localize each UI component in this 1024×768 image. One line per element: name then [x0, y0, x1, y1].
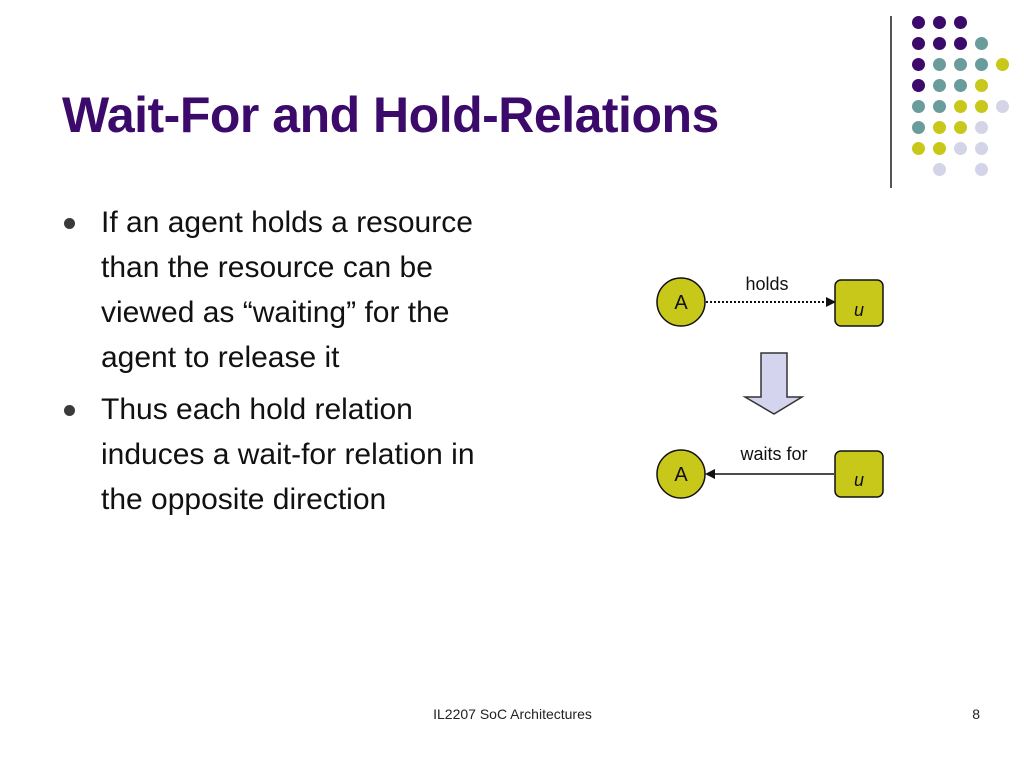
bullet-item: If an agent holds a resource than the re… — [62, 200, 522, 380]
waitfor-relation: A u waits for — [656, 444, 884, 499]
bullet-icon — [64, 218, 75, 229]
decorative-dot — [933, 79, 946, 92]
decorative-dot — [912, 37, 925, 50]
resource-label: u — [854, 300, 864, 320]
bullet-text: Thus each hold relation induces a wait-f… — [101, 393, 475, 516]
decorative-dot — [975, 79, 988, 92]
decorative-dot — [933, 37, 946, 50]
decorative-dot — [912, 79, 925, 92]
decorative-dot — [954, 142, 967, 155]
bullet-icon — [64, 405, 75, 416]
hold-relation: A u holds — [656, 274, 884, 327]
decorative-dot — [933, 163, 946, 176]
decorative-dot — [954, 37, 967, 50]
decorative-dot — [954, 121, 967, 134]
agent-node — [656, 277, 706, 327]
decorative-dot — [933, 100, 946, 113]
bullet-item: Thus each hold relation induces a wait-f… — [62, 387, 522, 522]
bullet-list: If an agent holds a resource than the re… — [62, 200, 522, 529]
decorative-dot — [954, 16, 967, 29]
page-number: 8 — [972, 706, 980, 722]
decorative-dot — [912, 100, 925, 113]
decorative-dot — [975, 163, 988, 176]
resource-label: u — [854, 470, 864, 490]
decorative-dot — [933, 121, 946, 134]
decorative-dot — [912, 121, 925, 134]
decorative-dot — [933, 16, 946, 29]
slide-title: Wait-For and Hold-Relations — [62, 87, 719, 143]
decorative-dot — [975, 142, 988, 155]
bullet-text: If an agent holds a resource than the re… — [101, 206, 473, 374]
down-arrow-icon — [742, 352, 805, 415]
decorative-dot — [975, 100, 988, 113]
agent-label: A — [674, 464, 688, 486]
waits-for-edge-label: waits for — [739, 444, 807, 464]
resource-node — [834, 450, 884, 498]
decorative-dot — [975, 121, 988, 134]
decorative-dot — [975, 58, 988, 71]
agent-label: A — [674, 292, 688, 314]
decorative-dot — [912, 142, 925, 155]
decorative-dot — [954, 58, 967, 71]
decorative-dot — [933, 142, 946, 155]
decorative-dot — [996, 58, 1009, 71]
title-divider-line — [890, 16, 892, 188]
decorative-dot-grid — [0, 0, 1024, 200]
decorative-dot — [954, 79, 967, 92]
decorative-dot — [912, 58, 925, 71]
footer-text: IL2207 SoC Architectures — [433, 706, 592, 722]
decorative-dot — [912, 16, 925, 29]
holds-edge-label: holds — [745, 274, 788, 294]
decorative-dot — [996, 100, 1009, 113]
decorative-dot — [933, 58, 946, 71]
decorative-dot — [954, 100, 967, 113]
decorative-dot — [975, 37, 988, 50]
